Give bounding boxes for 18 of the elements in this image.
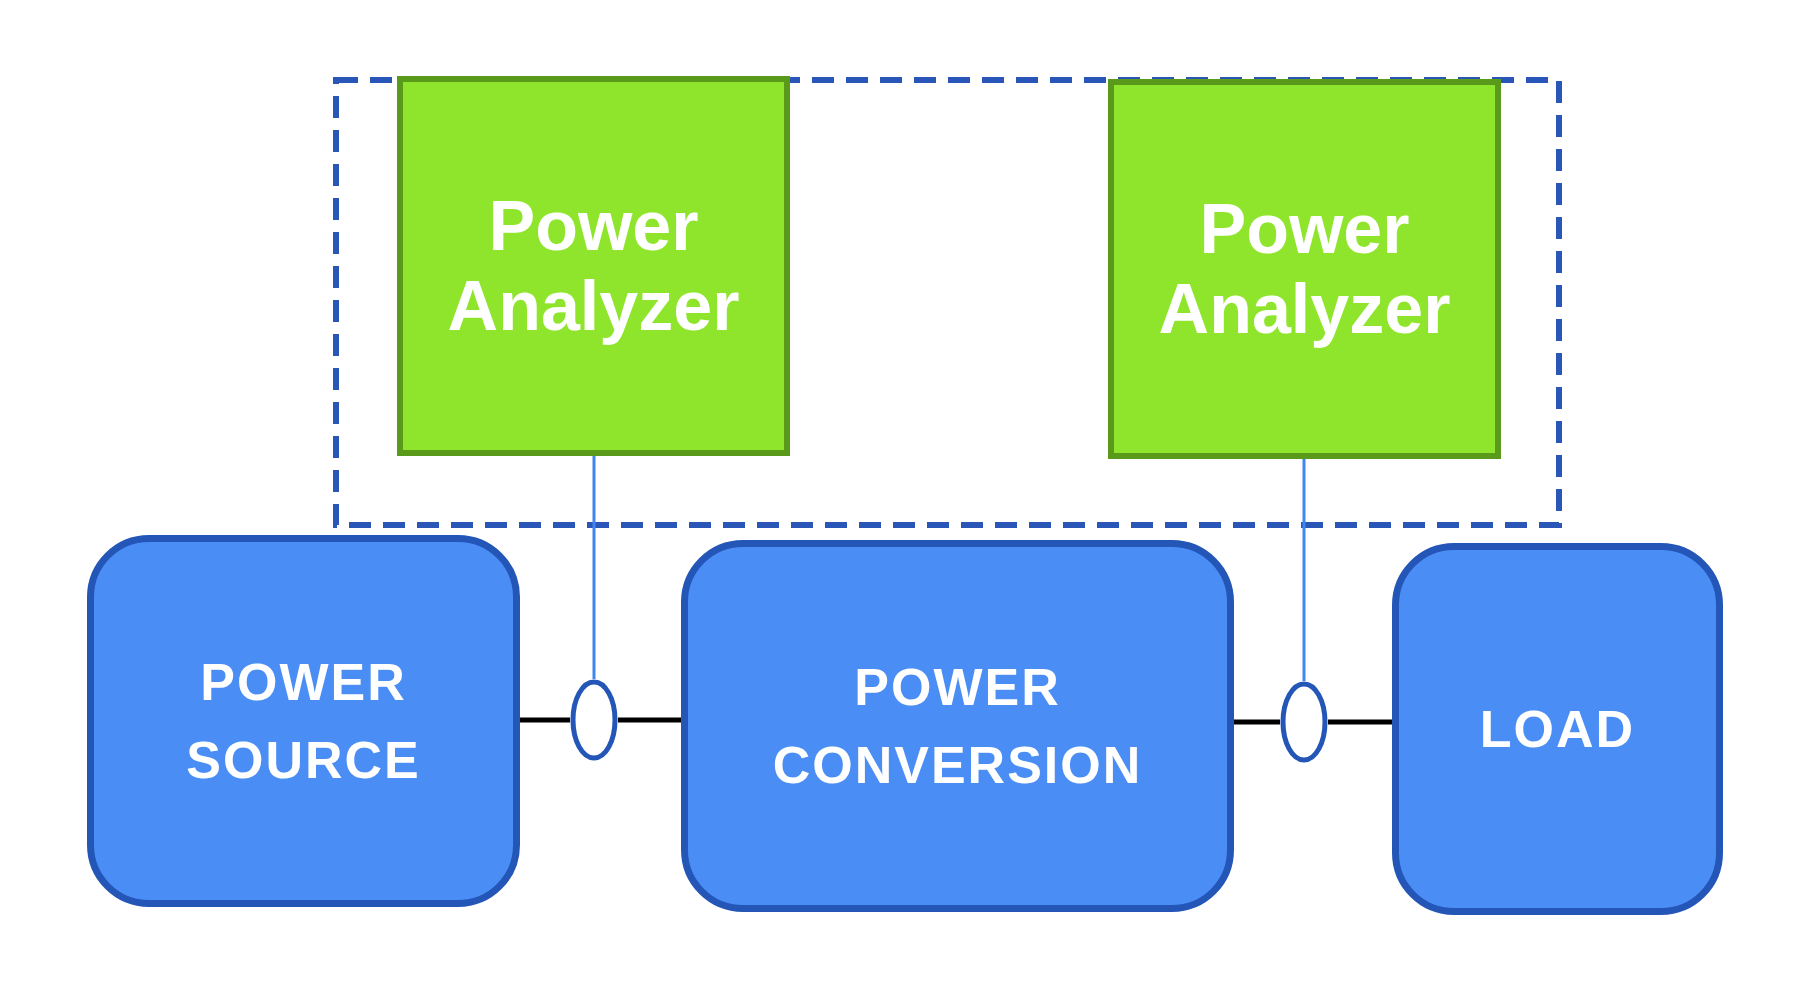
analyzer-box xyxy=(1108,79,1501,459)
power-line xyxy=(1234,719,1280,725)
process-box xyxy=(1392,543,1723,915)
current-probe xyxy=(1280,681,1328,763)
power-line xyxy=(1328,719,1392,725)
box-label: LOAD xyxy=(1478,699,1637,760)
process-box xyxy=(87,535,520,907)
box-label: Power Analyzer xyxy=(1157,188,1452,350)
box-label: POWER CONVERSION xyxy=(771,657,1144,796)
box-label: Power Analyzer xyxy=(446,185,741,347)
box-label: POWER SOURCE xyxy=(185,652,422,791)
power-line xyxy=(618,717,681,723)
power-line xyxy=(520,717,570,723)
analyzer-box xyxy=(397,76,790,456)
process-box xyxy=(681,540,1234,912)
probe-wire xyxy=(592,456,596,679)
probe-wire xyxy=(1302,459,1306,681)
current-probe xyxy=(570,679,618,761)
